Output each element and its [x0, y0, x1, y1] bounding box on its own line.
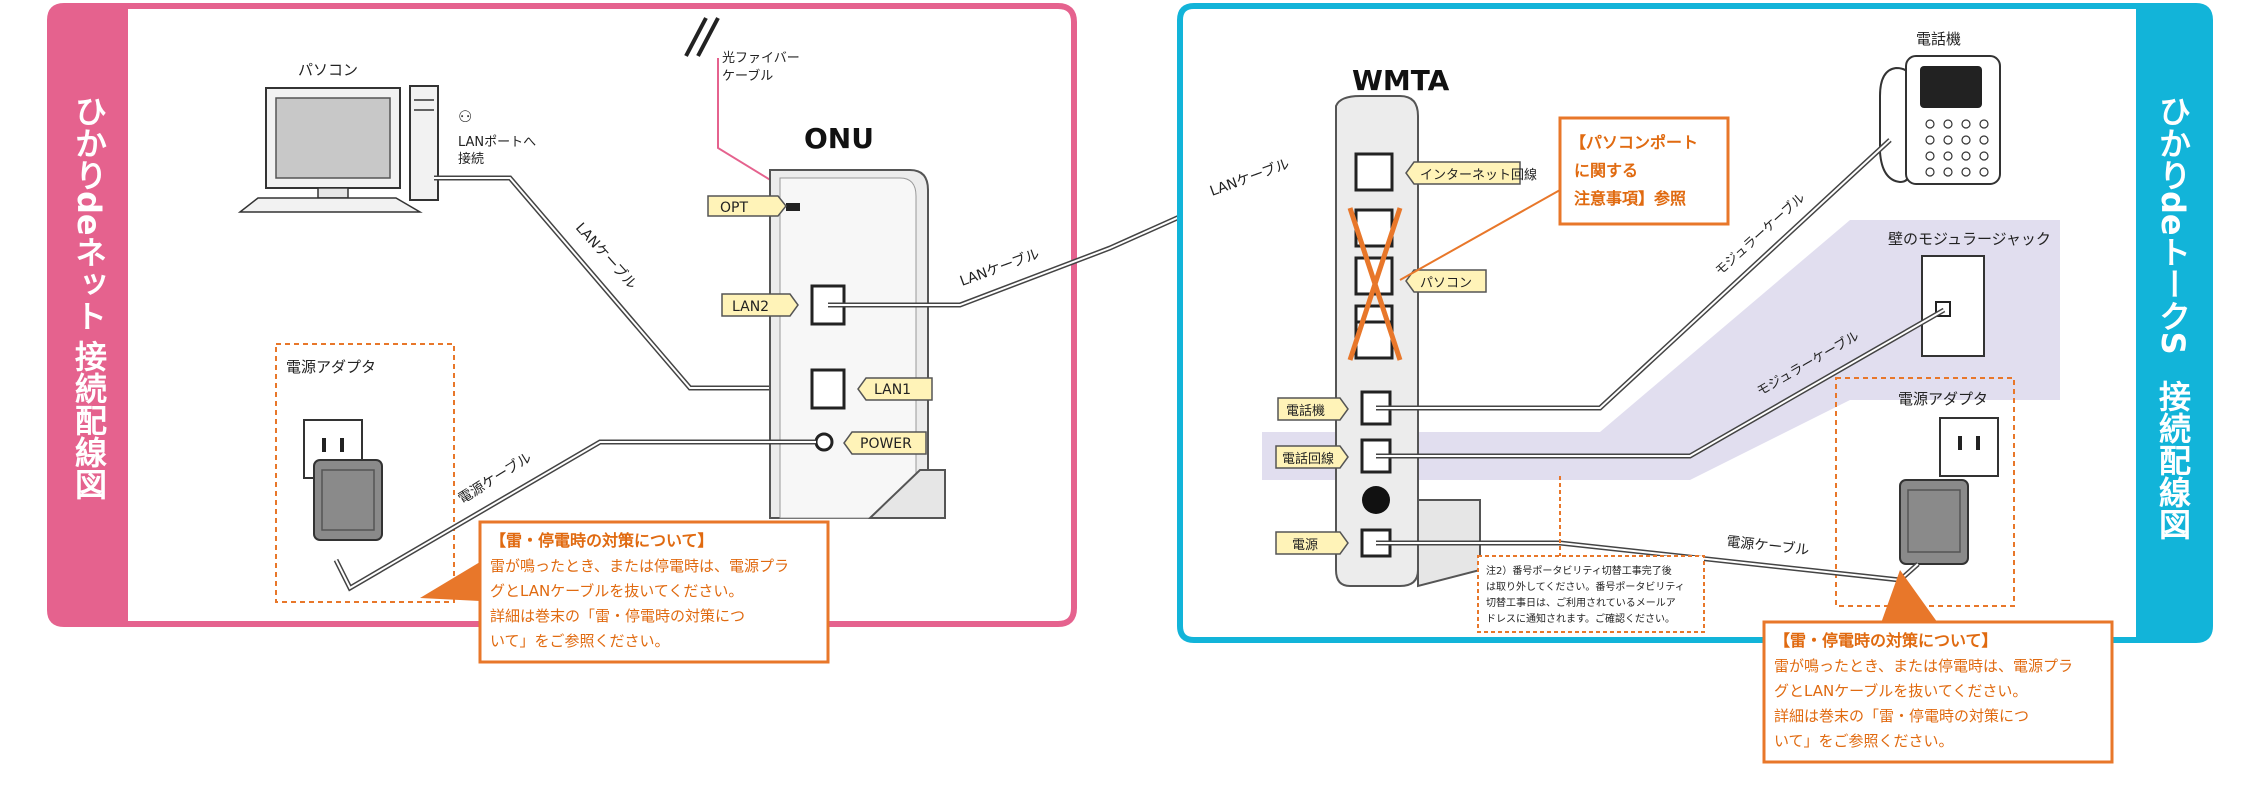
footnote-line1: 注2）番号ポータビリティ切替工事完了後	[1486, 564, 1672, 577]
wmta-port-internet	[1354, 152, 1394, 192]
onu-port-lan1: LAN1	[874, 382, 911, 398]
left-notice-line1: 雷が鳴ったとき、または停電時は、電源プラ	[490, 557, 789, 575]
left-notice-line3: 詳細は巻末の「雷・停電時の対策につ	[490, 607, 745, 625]
pc-port-note: 【パソコンポート に関する 注意事項】参照	[1399, 116, 1730, 281]
wmta-port-line-label: 電話回線	[1282, 451, 1334, 467]
left-adapter-label: 電源アダプタ	[286, 358, 376, 376]
footnote-line2: は取り外してください。番号ポータビリティ	[1486, 581, 1685, 593]
onu-port-power: POWER	[860, 436, 912, 452]
wmta-port-reserved	[1362, 486, 1390, 514]
right-title-1: ひかりdeトークS	[2154, 95, 2192, 355]
right-notice: 【雷・停電時の対策について】 雷が鳴ったとき、または停電時は、電源プラ グとLA…	[1762, 570, 2114, 764]
pc-illustration: パソコン ⚇ LANポートへ 接続	[237, 61, 536, 213]
wmta-port-pc-label: パソコン	[1420, 276, 1472, 291]
wmta-port-phone-label: 電話機	[1286, 403, 1325, 419]
telephone: 電話機	[1879, 30, 2001, 185]
onu-lan1-port	[810, 368, 846, 410]
fiber-label-1: 光ファイバー	[722, 51, 800, 66]
left-adapter: 電源アダプタ	[275, 343, 455, 603]
left-notice-title: 【雷・停電時の対策について】	[490, 531, 714, 550]
lan-port-label-1: LANポートへ	[458, 135, 536, 150]
right-adapter-label: 電源アダプタ	[1898, 390, 1988, 408]
right-notice-line3: 詳細は巻末の「雷・停電時の対策につ	[1774, 707, 2029, 725]
pc-label: パソコン	[298, 61, 358, 79]
phone-label: 電話機	[1916, 30, 1961, 48]
wmta-title: WMTA	[1352, 64, 1450, 97]
left-notice-line2: グとLANケーブルを抜いてください。	[490, 582, 743, 600]
left-title-2: 接続配線図	[70, 340, 108, 500]
left-notice: 【雷・停電時の対策について】 雷が鳴ったとき、または停電時は、電源プラ グとLA…	[420, 520, 830, 664]
onu-title: ONU	[804, 122, 874, 155]
pc-port-note-2: に関する	[1574, 161, 1638, 180]
right-title-2: 接続配線図	[2154, 380, 2192, 540]
onu-stand	[867, 469, 946, 519]
onu-power-port	[814, 432, 834, 452]
left-notice-line4: いて」をご参照ください。	[490, 632, 670, 650]
footnote-line4: ドレスに通知されます。ご確認ください。	[1486, 612, 1675, 625]
right-side-band	[2136, 6, 2210, 640]
right-adapter-body	[1899, 479, 1969, 565]
left-title-1: ひかりdeネット	[70, 95, 108, 332]
pc-port-cross-b	[1347, 207, 1403, 361]
right-notice-title: 【雷・停電時の対策について】	[1774, 631, 1998, 650]
wall-jack-label: 壁のモジュラージャック	[1888, 230, 2051, 248]
fiber-label-2: ケーブル	[722, 68, 773, 84]
pc-tower	[409, 85, 439, 201]
footnote-line3: 切替工事日は、ご利用されているメールア	[1486, 596, 1676, 609]
pc-port-note-3: 注意事項】参照	[1574, 189, 1686, 208]
left-side-band	[50, 6, 128, 624]
onu-port-lan2: LAN2	[732, 299, 769, 315]
wmta-port-power-label: 電源	[1292, 538, 1318, 553]
pc-keyboard	[237, 197, 423, 213]
wmta-port-internet-label: インターネット回線	[1420, 167, 1537, 183]
right-adapter: 電源アダプタ	[1835, 377, 2015, 607]
onu-port-opt: OPT	[720, 200, 748, 216]
footnote: 注2）番号ポータビリティ切替工事完了後 は取り外してください。番号ポータビリティ…	[1477, 476, 1705, 633]
wmta-device: WMTA インターネット回線 パソコン 電話機 電話回線 電源	[1275, 64, 1537, 588]
pc-port-note-1: 【パソコンポート	[1570, 133, 1698, 152]
right-notice-line1: 雷が鳴ったとき、または停電時は、電源プラ	[1774, 657, 2073, 675]
lan-port-icon: ⚇	[458, 107, 472, 126]
phone-line-zone	[1262, 220, 2060, 480]
right-notice-line4: いて」をご参照ください。	[1774, 732, 1954, 750]
lan-port-label-2: 接続	[458, 151, 484, 167]
onu-opt-port	[786, 203, 800, 211]
right-notice-line2: グとLANケーブルを抜いてください。	[1774, 682, 2027, 700]
left-adapter-body	[313, 459, 383, 541]
